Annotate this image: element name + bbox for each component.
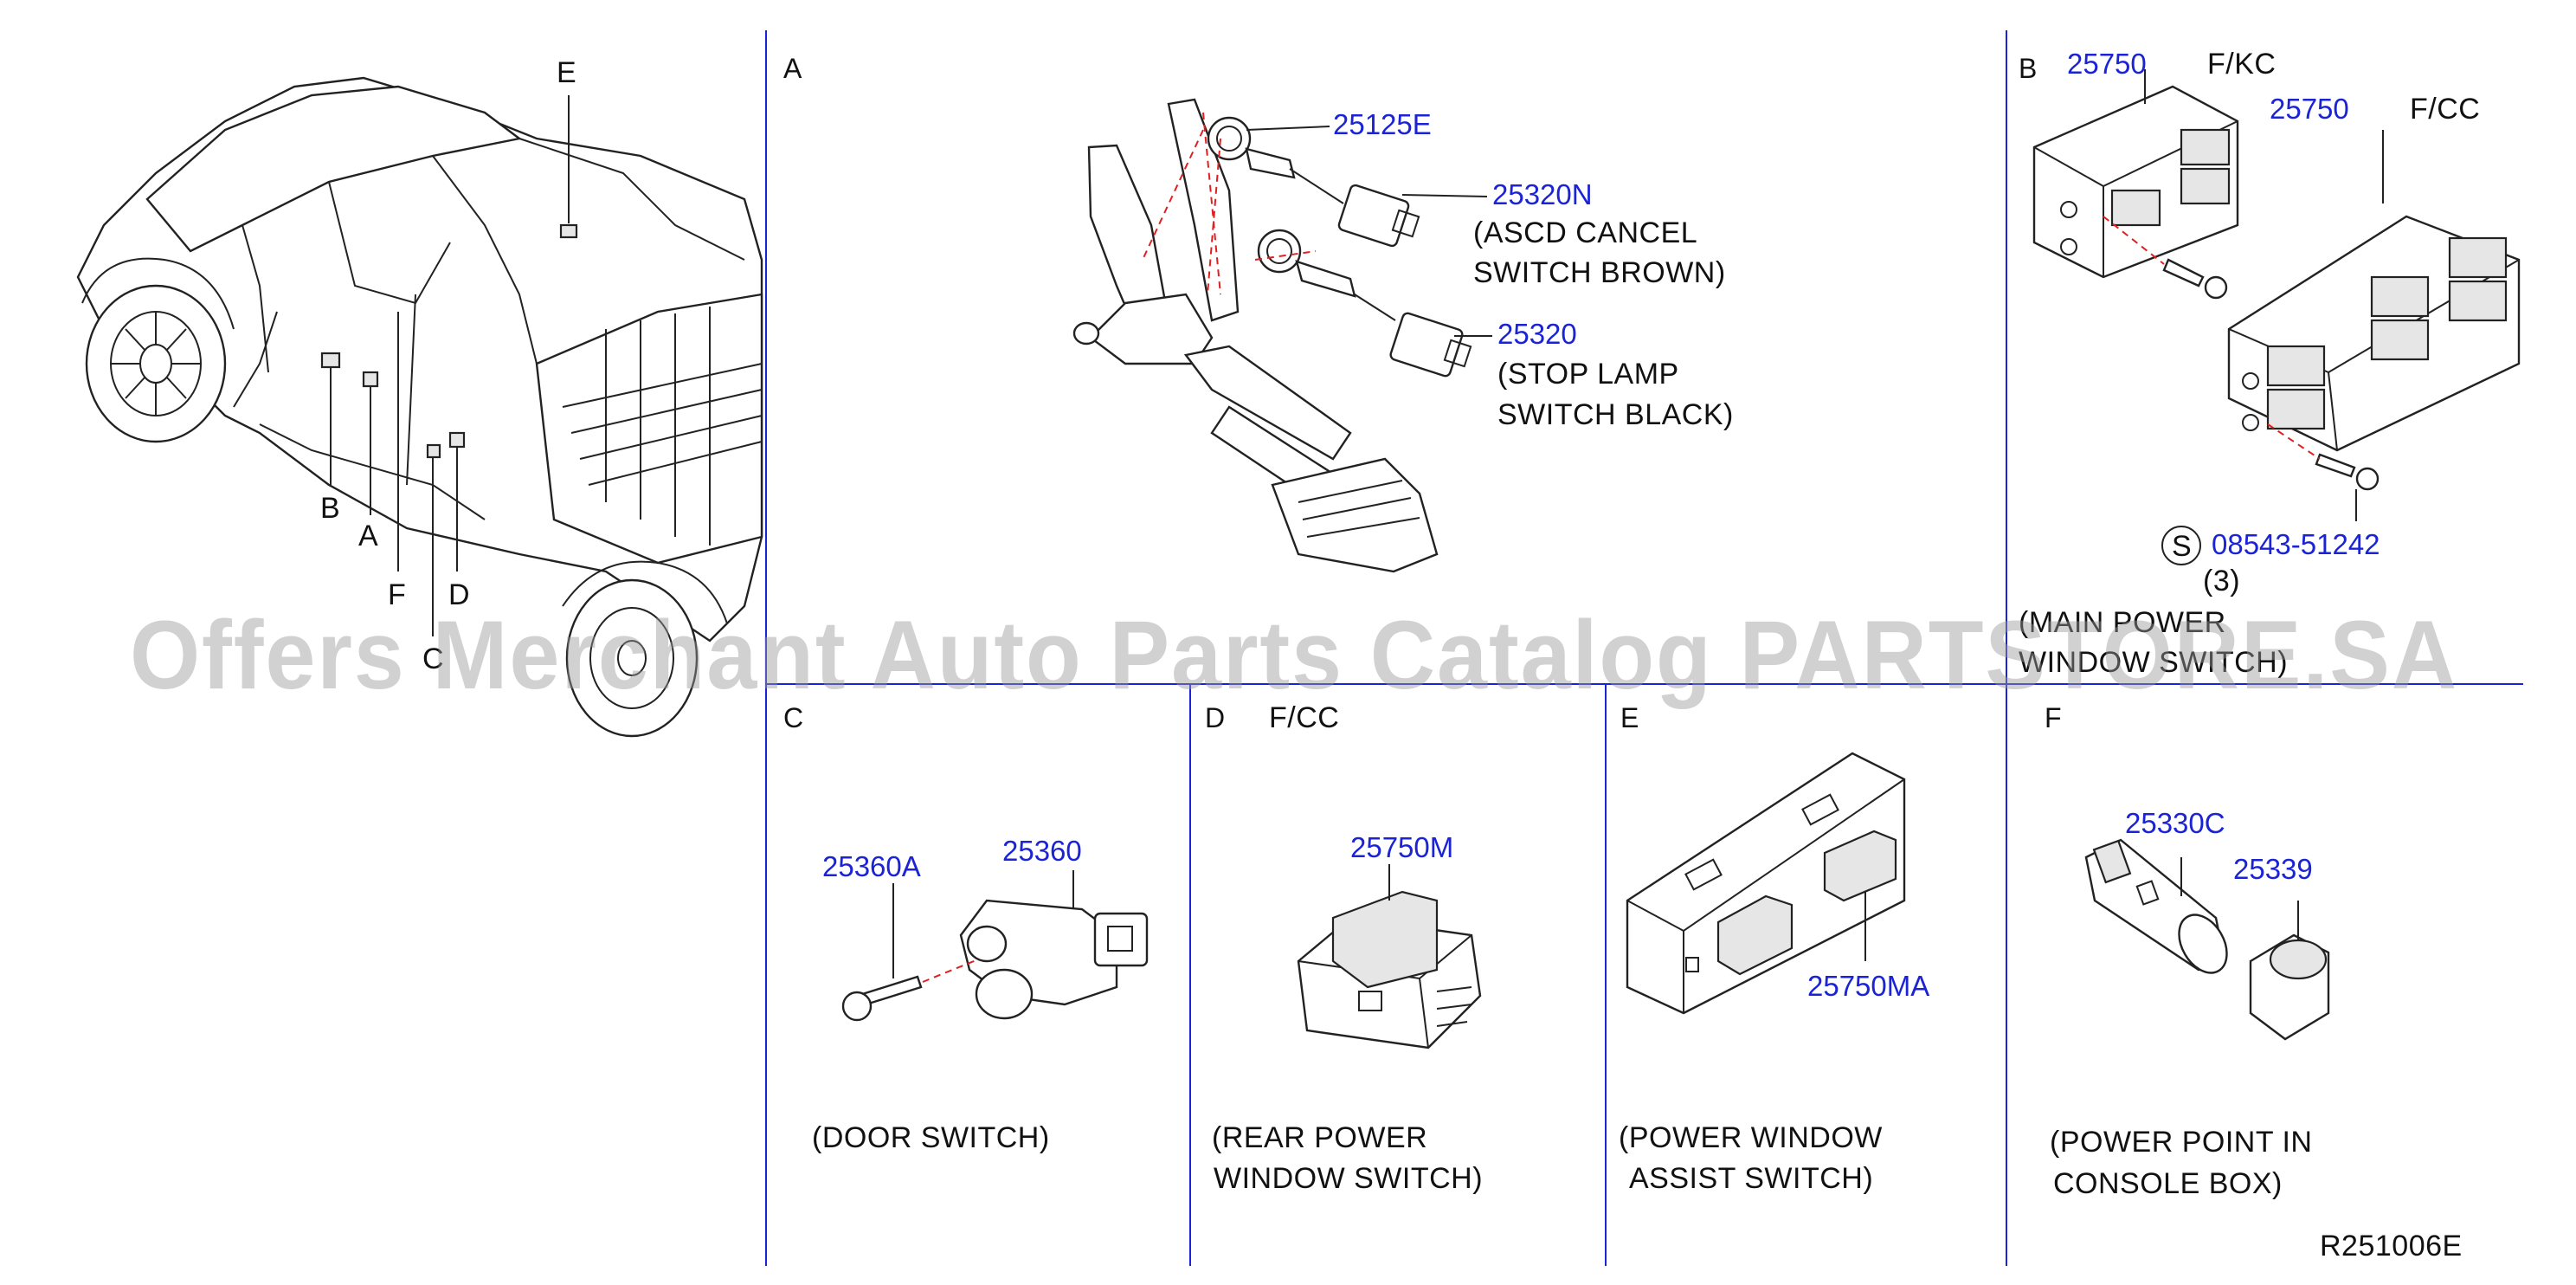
- variant-fkc: F/KC: [2207, 48, 2276, 81]
- panel-grid: [765, 30, 2523, 1266]
- section-b-label: B: [2019, 53, 2037, 84]
- section-a-label: A: [783, 53, 802, 84]
- section-e-label: E: [1620, 702, 1639, 733]
- part-08543-51242[interactable]: 08543-51242: [2212, 528, 2380, 560]
- vehicle-callout-e: E: [557, 56, 576, 89]
- part-25330c[interactable]: 25330C: [2125, 807, 2225, 839]
- vehicle-illustration: E B A F D C: [76, 56, 763, 738]
- part-25360a[interactable]: 25360A: [822, 850, 921, 882]
- section-b: B 25750 F/KC 25750 F/CC S: [2019, 48, 2521, 679]
- main-power-desc-line2: WINDOW SWITCH): [2019, 646, 2288, 679]
- section-c: C 25360A 25360 (DOOR SWITCH): [783, 702, 1149, 1154]
- screw-qty: (3): [2203, 565, 2240, 597]
- door-switch-desc: (DOOR SWITCH): [812, 1121, 1050, 1154]
- section-e: E 25750MA (POWER WINDOW ASSIST SWITCH): [1619, 702, 1929, 1195]
- part-25750-fkc[interactable]: 25750: [2067, 48, 2147, 80]
- stop-lamp-desc-line1: (STOP LAMP: [1497, 358, 1679, 391]
- stop-lamp-desc-line2: SWITCH BLACK): [1497, 398, 1734, 431]
- part-25750-fcc[interactable]: 25750: [2270, 93, 2349, 125]
- vehicle-callout-a: A: [358, 520, 378, 552]
- section-c-label: C: [783, 702, 803, 733]
- section-d-label: D: [1205, 702, 1225, 733]
- assist-desc-line2: ASSIST SWITCH): [1629, 1162, 1873, 1195]
- rear-power-desc-line2: WINDOW SWITCH): [1214, 1162, 1483, 1195]
- vehicle-callout-b: B: [320, 492, 340, 525]
- section-f-label: F: [2045, 702, 2062, 733]
- part-25360[interactable]: 25360: [1002, 835, 1082, 867]
- power-point-desc-line2: CONSOLE BOX): [2053, 1167, 2283, 1200]
- part-25125e[interactable]: 25125E: [1333, 108, 1432, 140]
- ascd-desc-line1: (ASCD CANCEL: [1473, 216, 1697, 249]
- power-point-desc-line1: (POWER POINT IN: [2050, 1126, 2312, 1159]
- part-25339[interactable]: 25339: [2233, 853, 2313, 885]
- screw-symbol: S: [2172, 530, 2192, 563]
- screw-symbol-circle: [2161, 526, 2201, 565]
- section-d: D F/CC 25750M (REAR POWER WINDOW SWITCH): [1205, 701, 1483, 1195]
- part-25320[interactable]: 25320: [1497, 318, 1577, 350]
- watermark: Offers Merchant Auto Parts Catalog PARTS…: [130, 601, 2458, 709]
- variant-fcc: F/CC: [2410, 93, 2480, 126]
- section-f: F 25330C 25339 (POWER POINT IN CONSOLE B…: [2045, 702, 2330, 1200]
- section-d-variant: F/CC: [1269, 701, 1339, 734]
- rear-power-desc-line1: (REAR POWER: [1212, 1121, 1427, 1154]
- figure-reference: R251006E: [2320, 1230, 2463, 1262]
- part-25750ma[interactable]: 25750MA: [1807, 970, 1929, 1002]
- part-25750m[interactable]: 25750M: [1350, 831, 1453, 863]
- part-25320n[interactable]: 25320N: [1492, 178, 1593, 210]
- vehicle-callout-c: C: [422, 642, 444, 675]
- section-a: A 25125E 25320N (ASCD CANCEL SWITCH B: [783, 53, 1734, 573]
- assist-desc-line1: (POWER WINDOW: [1619, 1121, 1883, 1154]
- main-power-desc-line1: (MAIN POWER: [2019, 606, 2226, 639]
- ascd-desc-line2: SWITCH BROWN): [1473, 256, 1726, 289]
- vehicle-callout-f: F: [388, 578, 406, 611]
- vehicle-callout-d: D: [448, 578, 470, 611]
